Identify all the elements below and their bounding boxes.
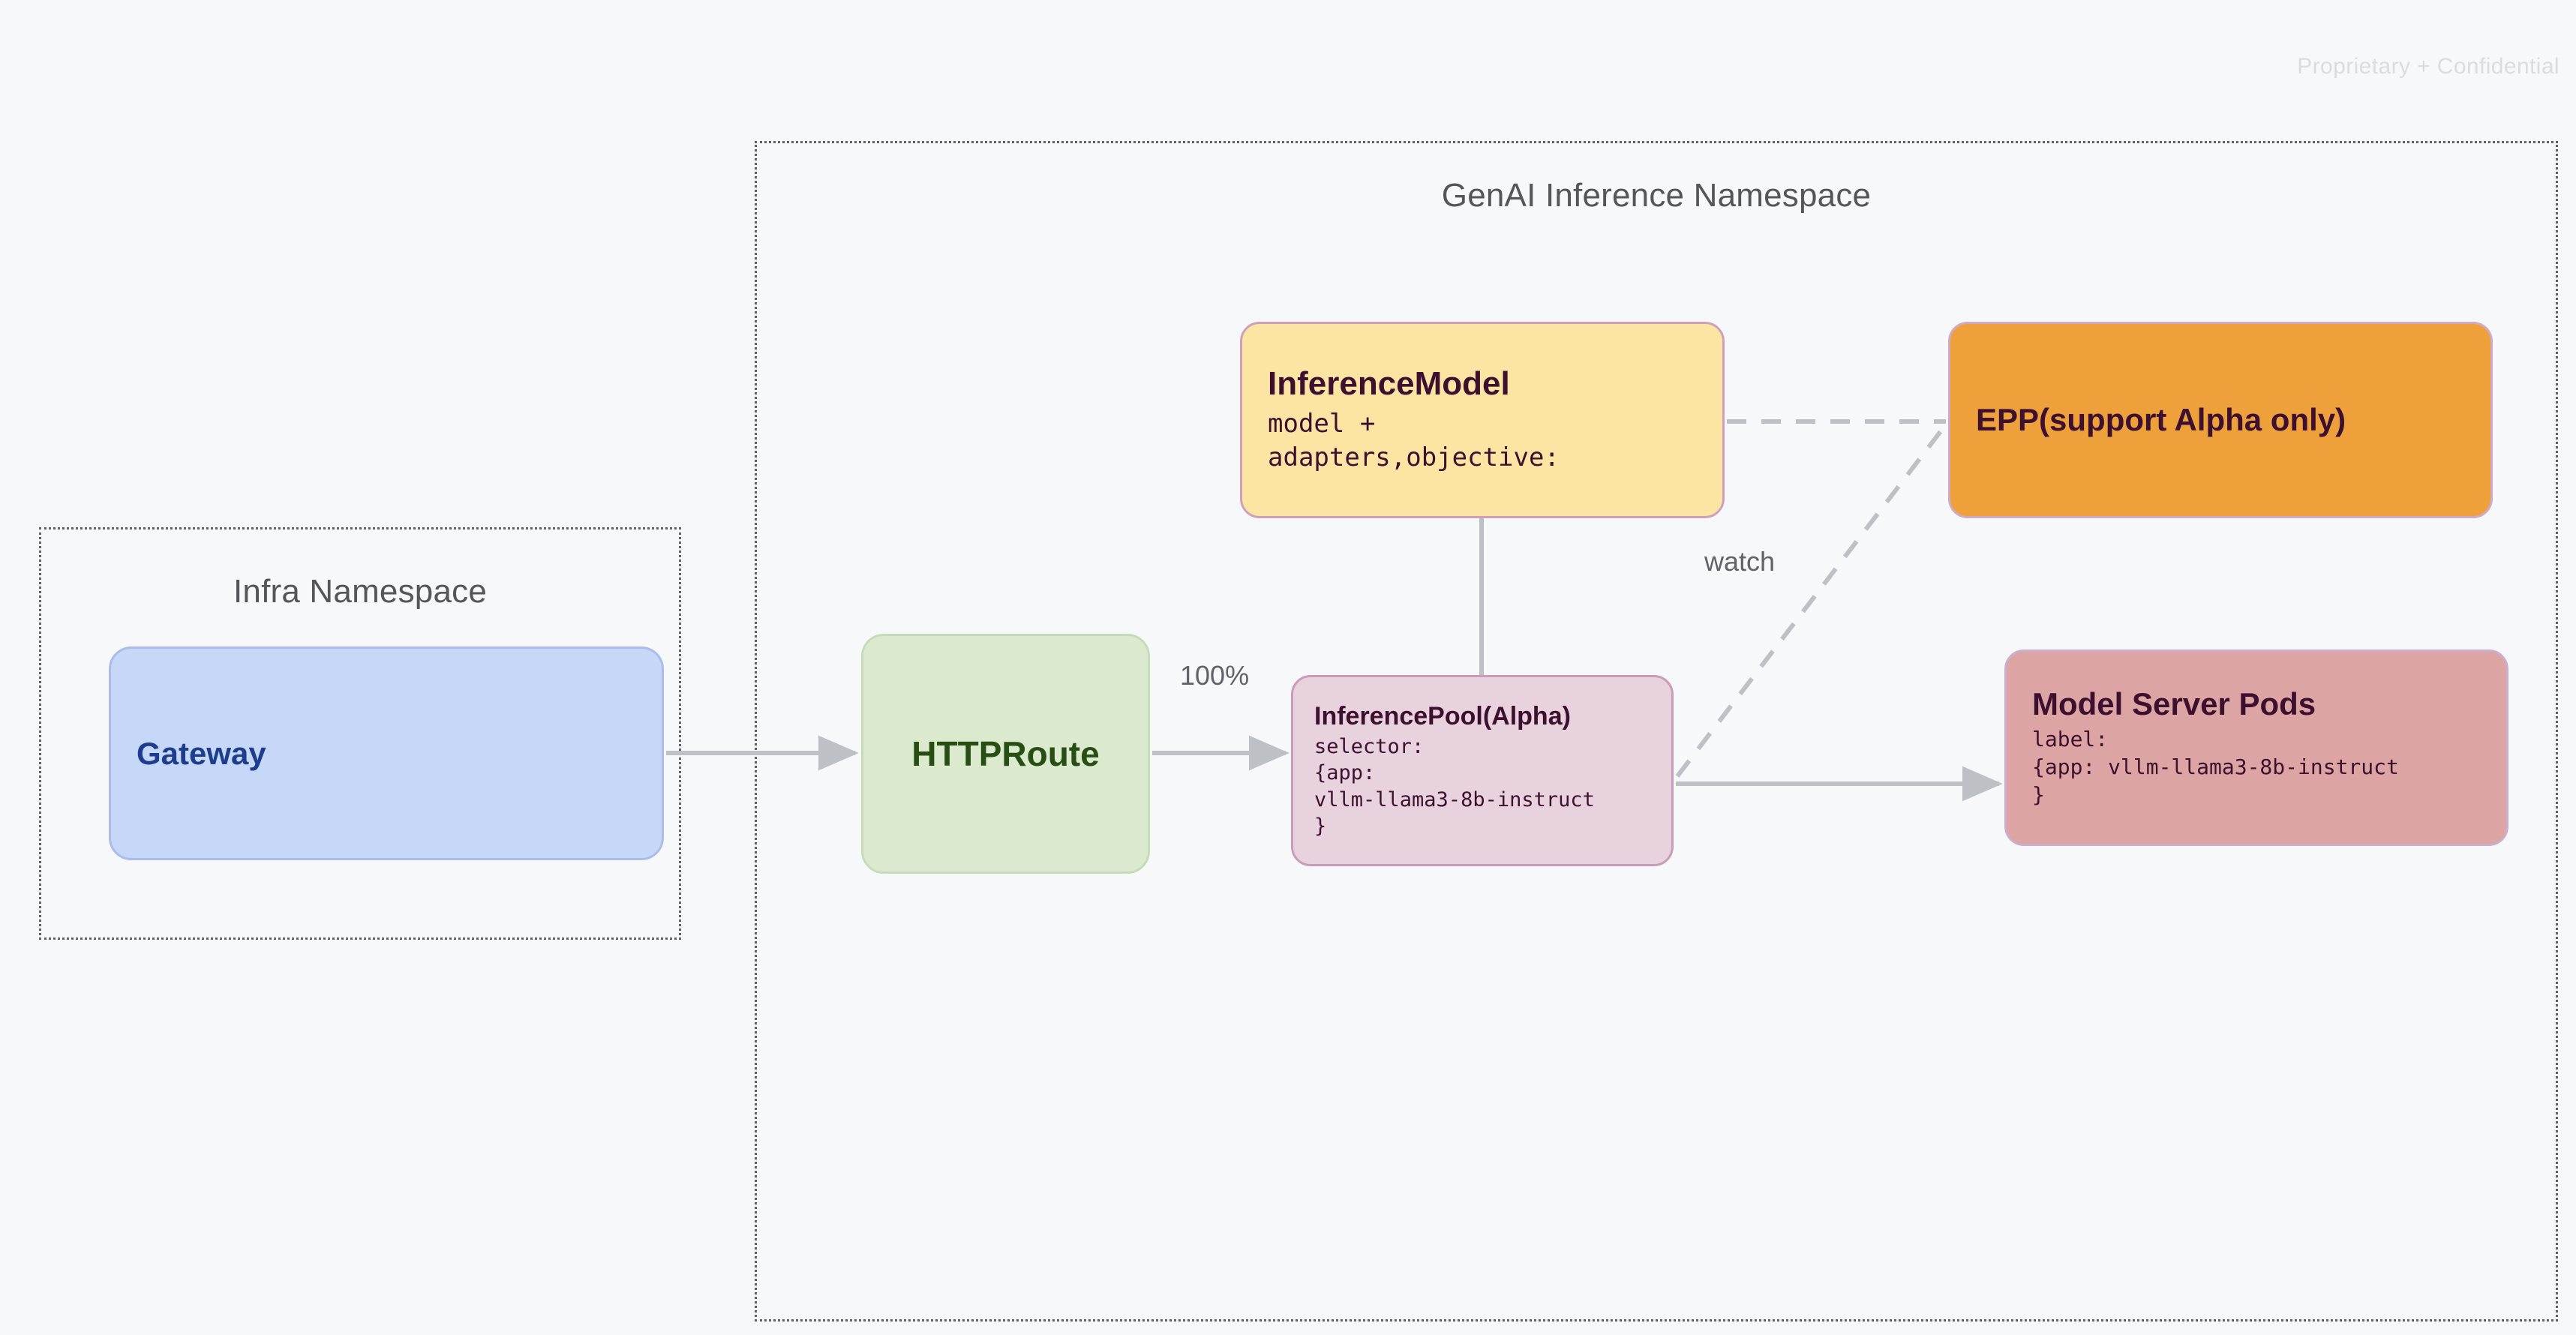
node-inference-pool-title: InferencePool(Alpha)	[1314, 701, 1571, 730]
node-epp[interactable]: EPP(support Alpha only)	[1948, 322, 2493, 518]
node-httproute-title: HTTPRoute	[911, 734, 1100, 773]
edge-label-traffic-weight: 100%	[1180, 660, 1250, 691]
edge-label-watch: watch	[1704, 546, 1776, 577]
node-model-server-pods-title: Model Server Pods	[2032, 686, 2316, 722]
node-model-server-pods[interactable]: Model Server Pods label: {app: vllm-llam…	[2004, 650, 2508, 846]
node-inference-pool[interactable]: InferencePool(Alpha) selector: {app: vll…	[1291, 675, 1674, 866]
confidentiality-watermark: Proprietary + Confidential	[2297, 54, 2559, 79]
node-httproute[interactable]: HTTPRoute	[861, 634, 1150, 874]
node-gateway-title: Gateway	[137, 735, 266, 771]
namespace-genai-inference-title: GenAI Inference Namespace	[1441, 177, 1872, 214]
namespace-infra: Infra Namespace	[39, 527, 681, 940]
namespace-infra-title: Infra Namespace	[233, 573, 488, 610]
node-epp-title: EPP(support Alpha only)	[1976, 402, 2346, 437]
node-inference-model-body: model + adapters,objective:	[1268, 409, 1560, 472]
node-gateway[interactable]: Gateway	[109, 646, 664, 860]
node-inference-pool-body: selector: {app: vllm-llama3-8b-instruct …	[1314, 734, 1595, 838]
namespace-genai-inference: GenAI Inference Namespace	[755, 141, 2558, 1322]
node-inference-model[interactable]: InferenceModel model + adapters,objectiv…	[1240, 322, 1725, 518]
node-model-server-pods-body: label: {app: vllm-llama3-8b-instruct }	[2032, 727, 2399, 807]
node-inference-model-title: InferenceModel	[1268, 365, 1510, 403]
